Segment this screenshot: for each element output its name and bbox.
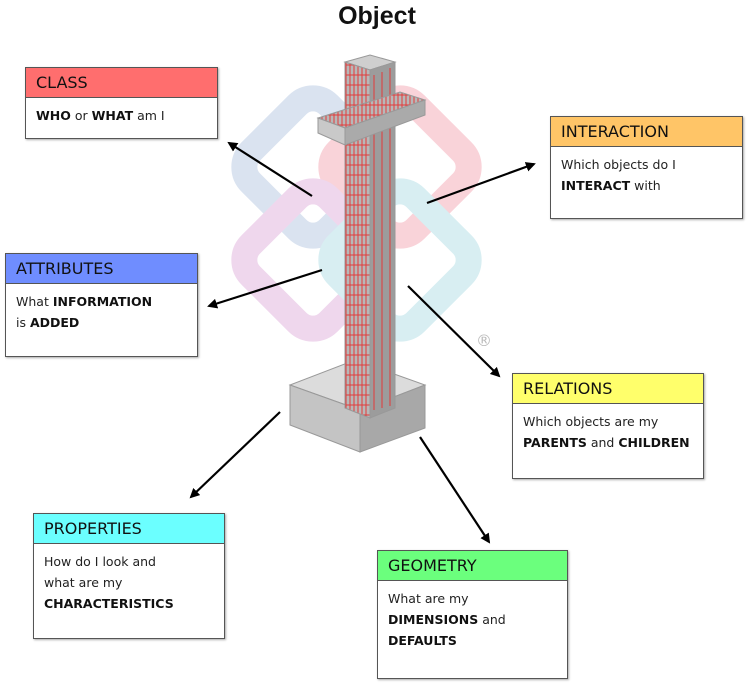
text: what are my — [44, 575, 123, 590]
description-line: INTERACT with — [561, 175, 732, 196]
text: How do I look and — [44, 554, 156, 569]
description-line: is ADDED — [16, 312, 187, 333]
description-line: How do I look and — [44, 551, 214, 572]
description-line: Which objects are my — [523, 411, 693, 432]
geometry-header: GEOMETRY — [378, 551, 567, 581]
column-footing-illustration — [288, 54, 427, 453]
text: and — [478, 612, 506, 627]
arrow-to-properties — [189, 411, 281, 499]
class-box: CLASS WHO or WHAT am I — [25, 67, 218, 139]
text: and — [586, 435, 619, 450]
text: is — [16, 315, 30, 330]
emphasized-text: DEFAULTS — [388, 633, 457, 648]
text: Which objects are my — [523, 414, 659, 429]
description-line: CHARACTERISTICS — [44, 593, 214, 614]
interaction-description: Which objects do I INTERACT with — [551, 147, 742, 203]
arrow-to-class — [227, 141, 313, 197]
emphasized-text: WHO — [36, 108, 71, 123]
description-line: what are my — [44, 572, 214, 593]
interaction-box: INTERACTION Which objects do I INTERACT wi… — [550, 116, 743, 219]
text: What — [16, 294, 53, 309]
emphasized-text: DIMENSIONS — [388, 612, 479, 627]
arrows — [189, 141, 536, 544]
relations-header: RELATIONS — [513, 374, 703, 404]
properties-header: PROPERTIES — [34, 514, 224, 544]
registered-mark: ® — [476, 331, 492, 350]
emphasized-text: CHILDREN — [618, 435, 690, 450]
emphasized-text: WHAT — [91, 108, 134, 123]
text: Which objects do I — [561, 157, 676, 172]
arrow-to-attributes — [207, 268, 323, 309]
emphasized-text: PARENTS — [523, 435, 587, 450]
emphasized-text: ADDED — [29, 315, 80, 330]
class-description: WHO or WHAT am I — [26, 98, 217, 133]
properties-description: How do I look and what are my CHARACTERIST… — [34, 544, 224, 621]
text: What are my — [388, 591, 469, 606]
emphasized-text: INTERACT — [561, 178, 631, 193]
diagram-title: Object — [338, 2, 416, 30]
description-line: DIMENSIONS and — [388, 609, 557, 630]
text: or — [70, 108, 92, 123]
properties-box: PROPERTIES How do I look and what are my CH… — [33, 513, 225, 639]
description-line: What INFORMATION — [16, 291, 187, 312]
emphasized-text: CHARACTERISTICS — [44, 596, 174, 611]
emphasized-text: INFORMATION — [52, 294, 153, 309]
description-line: Which objects do I — [561, 154, 732, 175]
relations-description: Which objects are my PARENTS and CHILDREN — [513, 404, 703, 460]
class-header: CLASS — [26, 68, 217, 98]
text: am I — [133, 108, 165, 123]
description-line: DEFAULTS — [388, 630, 557, 651]
arrow-to-relations — [407, 285, 501, 378]
description-line: PARENTS and CHILDREN — [523, 432, 693, 453]
interaction-header: INTERACTION — [551, 117, 742, 147]
description-line: WHO or WHAT am I — [36, 105, 207, 126]
arrow-to-geometry — [419, 436, 491, 544]
text: with — [630, 178, 661, 193]
attributes-header: ATTRIBUTES — [6, 254, 197, 284]
arrow-to-interaction — [426, 162, 536, 205]
relations-box: RELATIONS Which objects are my PARENTS and… — [512, 373, 704, 479]
description-line: What are my — [388, 588, 557, 609]
